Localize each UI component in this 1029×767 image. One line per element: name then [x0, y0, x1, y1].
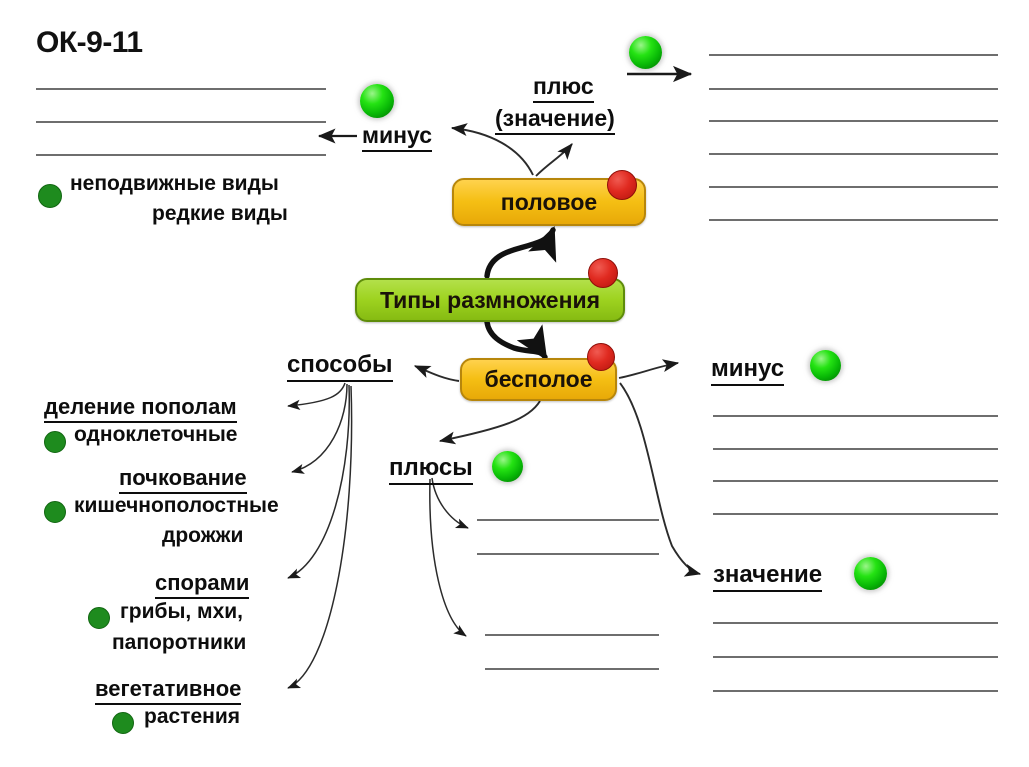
arrow-plus-to-lines-lower [429, 478, 467, 637]
blank-line[interactable] [709, 153, 998, 155]
green-bullet-spores [88, 607, 110, 629]
blank-line[interactable] [477, 519, 659, 521]
green-bullet-left-note [38, 184, 62, 208]
label-plus-bottom: плюсы [389, 454, 473, 485]
label-meaning-right: значение [713, 561, 823, 592]
green-sphere-meaning [854, 557, 887, 590]
method-example-vegetative: растения [144, 705, 240, 728]
green-sphere-minus-top [360, 84, 394, 118]
label-plus-top-second: (значение) [495, 105, 615, 135]
arrow-asexual-to-methods [413, 365, 460, 382]
method-example-budding: дрожжи [162, 524, 244, 547]
label-plus-top: плюс [533, 73, 594, 103]
label-methods: способы [287, 351, 393, 382]
green-sphere-plus-top [629, 36, 662, 69]
node-sexual-label: половое [500, 188, 598, 215]
status-dot-red-asexual [587, 343, 615, 371]
method-heading-division: деление пополам [44, 394, 237, 423]
method-heading-budding: почкование [119, 465, 247, 494]
arrow-root-to-asexual [484, 319, 548, 361]
left-note-item: неподвижные виды [70, 172, 279, 195]
blank-line[interactable] [36, 121, 326, 123]
node-asexual-label: бесполое [484, 366, 593, 392]
node-reproduction-types[interactable]: Типы размножения [355, 278, 625, 322]
arrow-sexual-to-minus [450, 123, 534, 176]
blank-line[interactable] [713, 448, 998, 450]
blank-line[interactable] [477, 553, 659, 555]
blank-line[interactable] [713, 656, 998, 658]
node-asexual-reproduction[interactable]: бесполое [460, 358, 617, 401]
green-bullet-budding [44, 501, 66, 523]
method-heading-spores: спорами [155, 570, 250, 599]
green-bullet-division [44, 431, 66, 453]
blank-line[interactable] [709, 54, 998, 56]
label-minus-right: минус [711, 355, 785, 386]
label-minus-top-left: минус [362, 122, 433, 152]
method-example-division: одноклеточные [74, 423, 238, 446]
green-sphere-minus-right [810, 350, 841, 381]
blank-line[interactable] [36, 88, 326, 90]
arrow-methods-to-spores [287, 384, 351, 579]
green-bullet-vegetative [112, 712, 134, 734]
arrow-plus-to-lines-upper [431, 477, 469, 529]
page-title: ОК-9-11 [36, 26, 143, 59]
arrow-root-to-sexual [484, 225, 557, 279]
blank-line[interactable] [713, 513, 998, 515]
left-note-item: редкие виды [152, 202, 288, 225]
method-example-spores: папоротники [112, 631, 247, 654]
blank-line[interactable] [713, 690, 998, 692]
blank-line[interactable] [709, 88, 998, 90]
blank-line[interactable] [485, 668, 659, 670]
status-dot-red-sexual [607, 170, 637, 200]
arrow-asexual-to-meaning [619, 382, 702, 577]
arrow-sexual-to-plus [535, 143, 573, 177]
status-dot-red-root [588, 258, 618, 288]
blank-line[interactable] [713, 480, 998, 482]
blank-line[interactable] [709, 186, 998, 188]
green-sphere-plus-bottom [492, 451, 523, 482]
blank-line[interactable] [36, 154, 326, 156]
method-heading-vegetative: вегетативное [95, 676, 242, 705]
blank-line[interactable] [713, 622, 998, 624]
method-example-spores: грибы, мхи, [120, 600, 244, 623]
node-root-label: Типы размножения [379, 286, 601, 313]
arrow-asexual-to-minus-right [618, 359, 680, 379]
blank-line[interactable] [485, 634, 659, 636]
arrow-asexual-to-plus-bottom [438, 400, 541, 445]
blank-line[interactable] [709, 219, 998, 221]
arrow-methods-to-division [287, 382, 346, 410]
blank-line[interactable] [709, 120, 998, 122]
blank-line[interactable] [713, 415, 998, 417]
arrow-methods-to-vegetative [287, 385, 353, 689]
arrow-methods-to-budding [291, 383, 348, 474]
method-example-budding: кишечнополостные [74, 494, 279, 517]
